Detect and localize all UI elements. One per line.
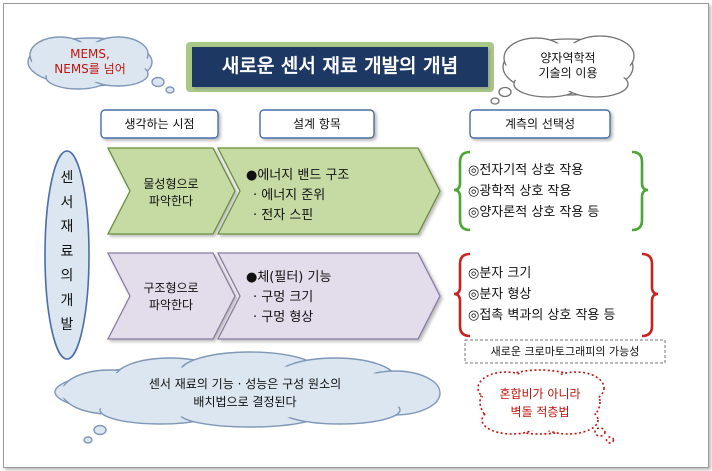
header-design: 설계 항목 bbox=[293, 117, 341, 131]
side-char-2: 서 bbox=[60, 194, 74, 211]
row2-design-sub-2: · 구멍 형상 bbox=[253, 310, 314, 325]
row1-design-main: ●에너지 밴드 구조 bbox=[246, 168, 350, 183]
side-char-3: 재 bbox=[60, 219, 74, 235]
row1-selectivity: ◎전자기적 상호 작용 ◎광학적 상호 작용 ◎양자론적 상호 작용 등 bbox=[468, 160, 643, 223]
row1-brace-left bbox=[453, 150, 471, 232]
row1-viewpoint-line-1: 물성형으로 bbox=[143, 177, 199, 191]
row1-selectivity-item-1: ◎전자기적 상호 작용 bbox=[468, 163, 584, 178]
side-char-5: 의 bbox=[60, 268, 74, 284]
cloud-bottom-right-text: 혼합비가 아니라 벽돌 적층법 bbox=[480, 385, 600, 421]
cloud-bottom-right-line-2: 벽돌 적층법 bbox=[510, 405, 570, 419]
row2-selectivity-item-1: ◎분자 크기 bbox=[468, 266, 532, 281]
row1-selectivity-item-2: ◎광학적 상호 작용 bbox=[468, 184, 572, 199]
cloud-bottom-right-line-1: 혼합비가 아니라 bbox=[499, 387, 581, 401]
cloud-bottom-left bbox=[54, 351, 441, 444]
cloud-top-right bbox=[490, 35, 635, 105]
row1-selectivity-item-3: ◎양자론적 상호 작용 등 bbox=[468, 205, 600, 220]
note-text: 새로운 크로마토그래피의 가능성 bbox=[490, 345, 640, 358]
note-box bbox=[464, 339, 666, 364]
row1-chevron-design bbox=[216, 147, 441, 235]
row2-viewpoint-line-1: 구조형으로 bbox=[143, 281, 199, 295]
row2-brace-left bbox=[453, 252, 471, 338]
row1-brace-right bbox=[631, 150, 649, 232]
cloud-bottom-left-line-1: 센서 재료의 기능 · 성능은 구성 원소의 bbox=[148, 377, 342, 391]
header-box-selectivity bbox=[469, 109, 611, 139]
row1-chevron-viewpoint bbox=[106, 147, 236, 235]
cloud-bottom-left-text: 센서 재료의 기능 · 성능은 구성 원소의 배치법으로 결정된다 bbox=[95, 375, 395, 411]
cloud-top-left-text: MEMS, NEMS를 넘어 bbox=[40, 47, 140, 77]
row2-chevron-viewpoint bbox=[106, 252, 236, 340]
row2-selectivity-item-3: ◎접촉 벽과의 상호 작용 등 bbox=[468, 308, 616, 323]
side-char-1: 센 bbox=[60, 170, 74, 186]
cloud-bottom-right bbox=[477, 369, 615, 444]
side-char-7: 발 bbox=[60, 317, 74, 333]
cloud-top-right-text: 양자역학적 기술의 이용 bbox=[518, 51, 618, 81]
header-box-design bbox=[259, 109, 375, 139]
page-title: 새로운 센서 재료 개발의 개념 bbox=[221, 55, 459, 77]
cloud-top-left-line-2: NEMS를 넘어 bbox=[54, 62, 126, 76]
row2-selectivity: ◎분자 크기 ◎분자 형상 ◎접촉 벽과의 상호 작용 등 bbox=[468, 263, 653, 326]
header-viewpoint: 생각하는 시점 bbox=[124, 117, 195, 131]
side-char-6: 개 bbox=[60, 292, 74, 309]
row2-viewpoint-line-2: 파악한다 bbox=[148, 298, 194, 312]
row2-design-main: ●체(필터) 기능 bbox=[246, 270, 332, 285]
header-box-viewpoint bbox=[100, 109, 219, 139]
row1-design-sub-2: · 전자 스핀 bbox=[253, 208, 314, 223]
outer-frame bbox=[3, 3, 709, 468]
side-label: 센 서 재 료 의 개 발 bbox=[55, 166, 79, 338]
row2-brace-right bbox=[641, 252, 659, 338]
title-box bbox=[192, 47, 488, 87]
row2-selectivity-item-2: ◎분자 형상 bbox=[468, 287, 532, 302]
side-oval bbox=[44, 150, 90, 360]
row2-viewpoint: 구조형으로 파악한다 bbox=[122, 280, 220, 314]
row2-design-sub-1: · 구멍 크기 bbox=[253, 290, 314, 305]
cloud-bottom-left-line-2: 배치법으로 결정된다 bbox=[193, 395, 297, 409]
row1-design-items: ●에너지 밴드 구조 · 에너지 준위 · 전자 스핀 bbox=[246, 166, 426, 226]
cloud-top-left-line-1: MEMS, bbox=[70, 47, 110, 61]
side-char-4: 료 bbox=[60, 243, 74, 260]
cloud-top-right-line-2: 기술의 이용 bbox=[538, 66, 598, 80]
row1-design-sub-1: · 에너지 준위 bbox=[253, 188, 326, 203]
row2-chevron-design bbox=[216, 252, 441, 340]
cloud-top-right-line-1: 양자역학적 bbox=[540, 51, 596, 65]
row1-viewpoint-line-2: 파악한다 bbox=[148, 194, 194, 208]
header-selectivity: 계측의 선택성 bbox=[504, 117, 576, 131]
row2-design-items: ●체(필터) 기능 · 구멍 크기 · 구멍 형상 bbox=[246, 268, 426, 328]
cloud-top-left bbox=[27, 36, 175, 94]
row1-viewpoint: 물성형으로 파악한다 bbox=[122, 176, 220, 210]
